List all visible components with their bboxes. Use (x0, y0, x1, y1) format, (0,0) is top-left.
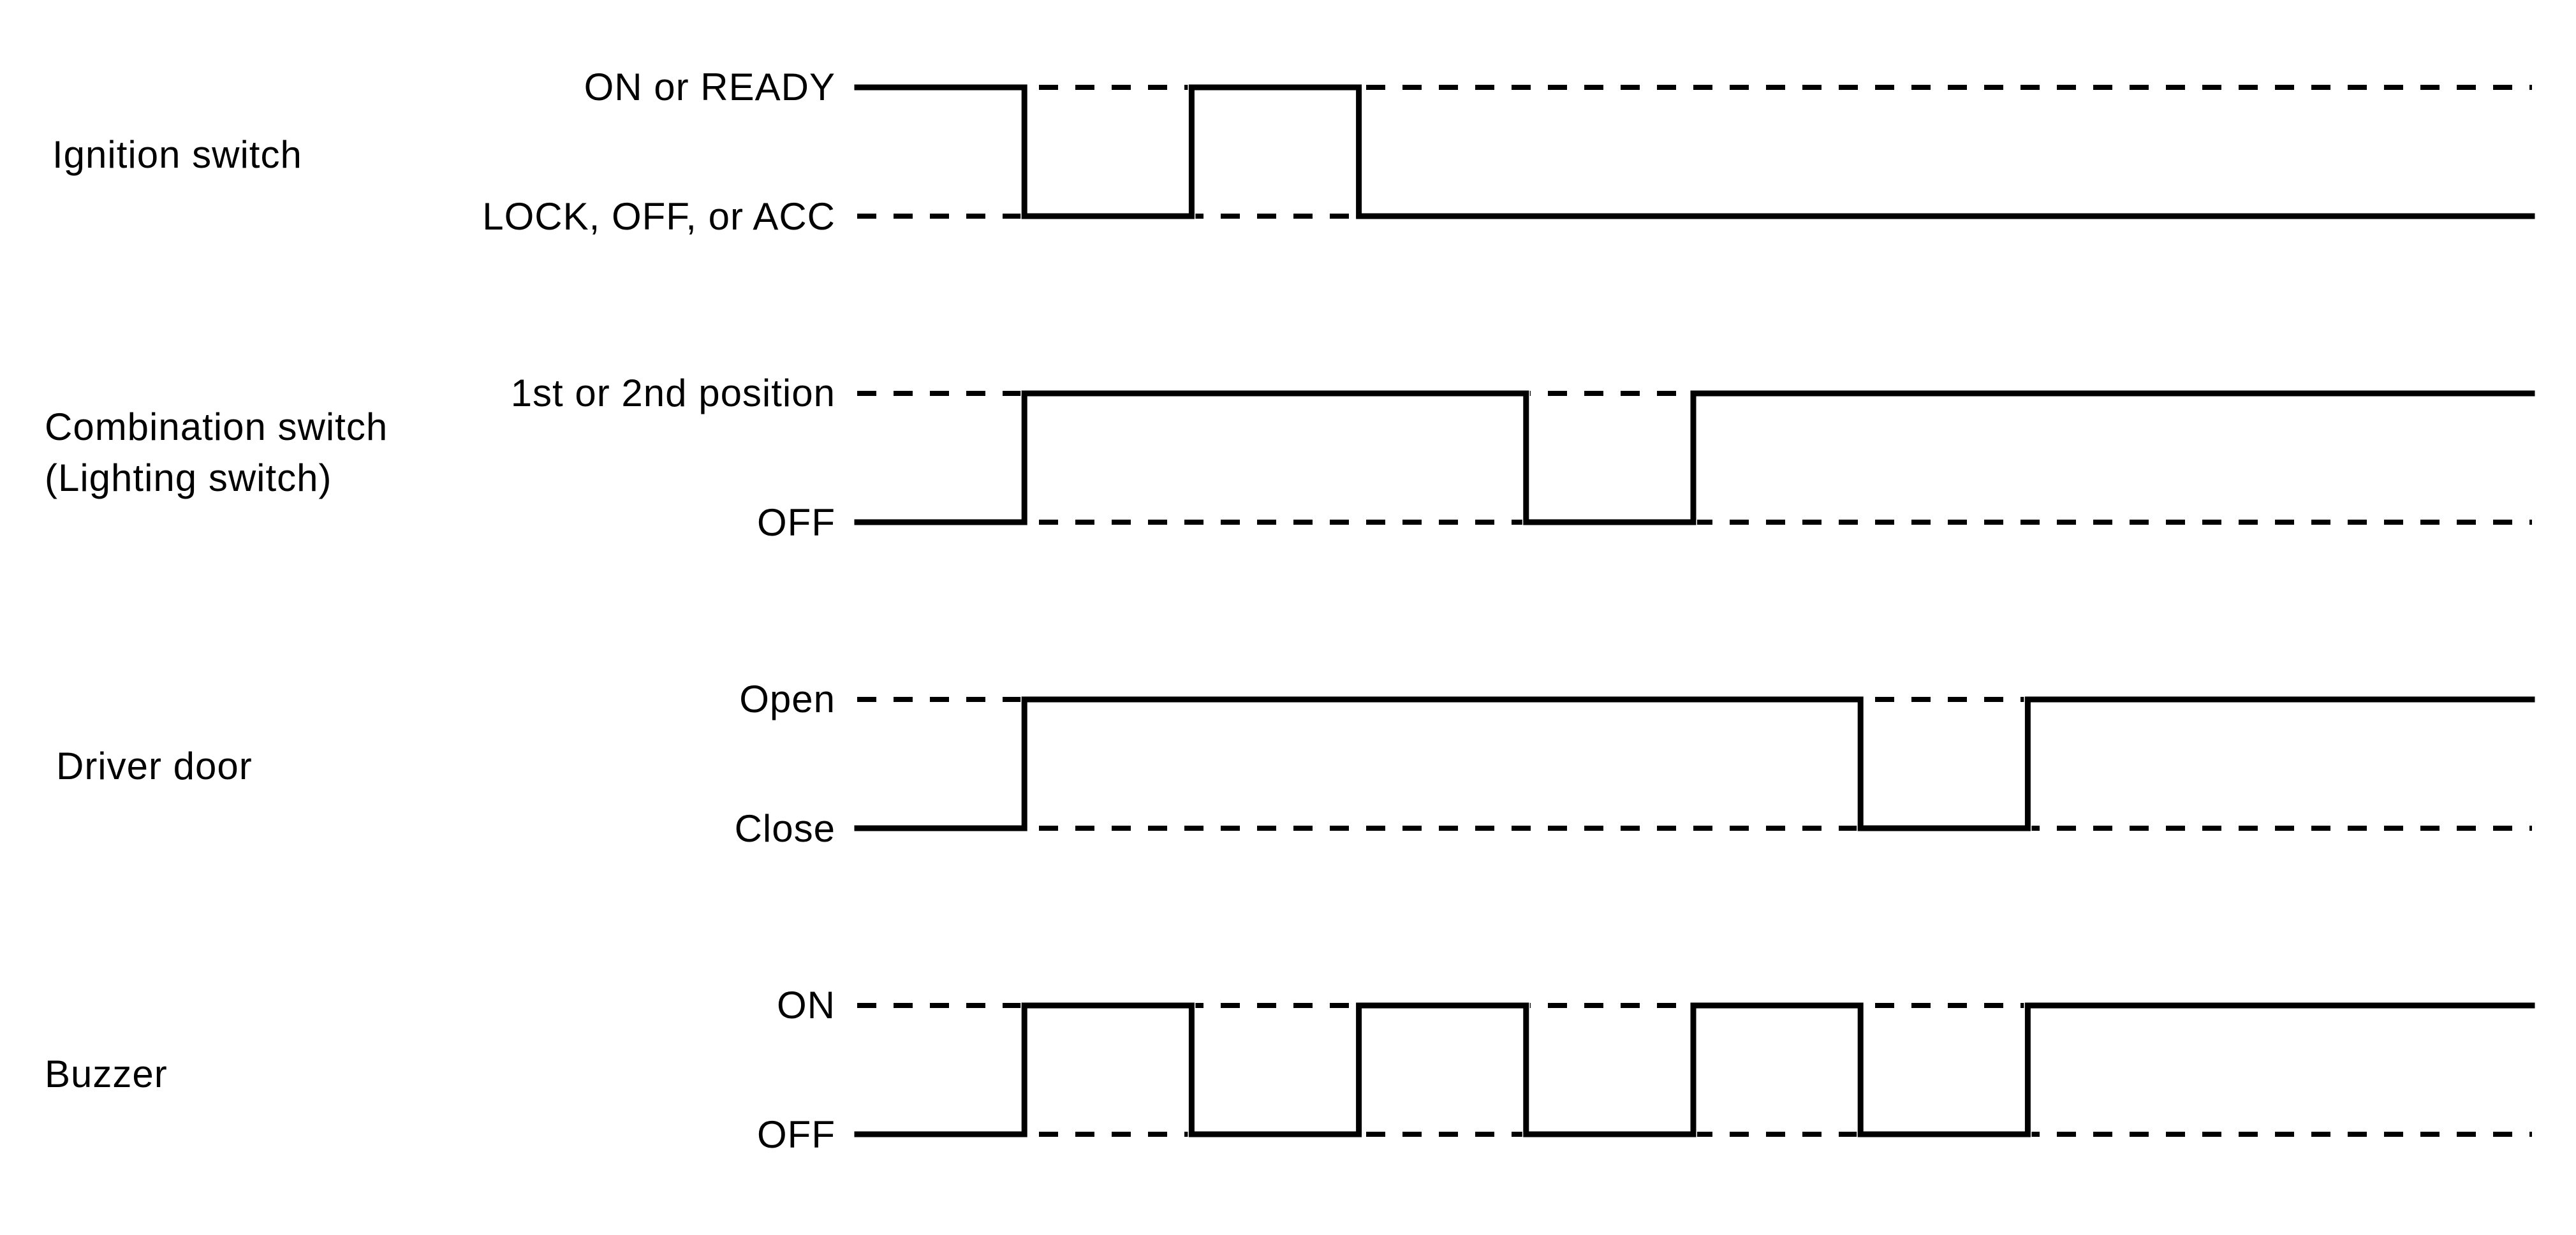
waveform-line (854, 696, 2535, 831)
state-label-low: OFF (757, 501, 835, 544)
state-label-low: Close (735, 807, 835, 850)
waveform-ignition-switch (854, 84, 2535, 220)
signal-name-driver-door: Driver door (56, 745, 253, 787)
waveform-line (854, 84, 2535, 219)
signal-driver-door: Driver door Open Close (56, 678, 2535, 850)
signal-name-combination-switch-line-1: Combination switch (45, 406, 388, 448)
signal-ignition-switch: Ignition switch ON or READY LOCK, OFF, o… (52, 66, 2535, 238)
signal-buzzer: Buzzer ON OFF (45, 984, 2535, 1156)
signal-name-ignition-switch: Ignition switch (52, 133, 302, 176)
signal-name-buzzer: Buzzer (45, 1053, 168, 1095)
signal-name-combination-switch-line-2: (Lighting switch) (45, 457, 332, 499)
waveform-combination-switch (854, 390, 2535, 526)
waveform-buzzer (854, 1002, 2535, 1138)
waveform-line (854, 1002, 2535, 1137)
state-label-low: OFF (757, 1113, 835, 1156)
waveform-driver-door (854, 696, 2535, 832)
state-label-high: 1st or 2nd position (511, 372, 835, 414)
state-label-high: Open (739, 678, 835, 720)
waveform-line (854, 390, 2535, 525)
state-label-high: ON (777, 984, 835, 1027)
signal-combination-switch: Combination switch (Lighting switch) 1st… (45, 372, 2535, 544)
state-label-high: ON or READY (584, 66, 835, 108)
state-label-low: LOCK, OFF, or ACC (482, 195, 835, 238)
